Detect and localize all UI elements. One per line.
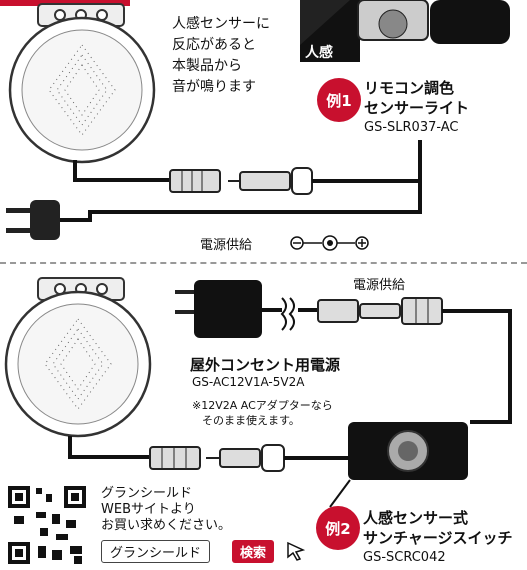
- adapter-title: 屋外コンセント用電源: [190, 356, 341, 374]
- text-line: グランシールド: [101, 486, 193, 501]
- power-plug-icon: [6, 200, 170, 240]
- search-button[interactable]: 検索: [232, 540, 275, 563]
- cursor-icon: [287, 541, 306, 561]
- speaker-top: [8, 3, 156, 164]
- connector-lower: [149, 444, 350, 472]
- example-badge-2: 例2: [316, 506, 360, 550]
- sensor-switch-icon: [329, 422, 468, 508]
- product-code: GS-SLR037-AC: [364, 120, 459, 135]
- text-line: 本製品から: [172, 58, 242, 74]
- speaker-description: 人感センサーに 反応があると 本製品から 音が鳴ります: [172, 14, 270, 98]
- switch-code: GS-SCRC042: [363, 550, 446, 565]
- text-line: サンチャージスイッチ: [363, 529, 513, 547]
- adapter-note: ※12V2A ACアダプターなら そのまま使えます。: [192, 398, 333, 428]
- text-line: WEBサイトより: [101, 502, 196, 517]
- product-name: リモコン調色 センサーライト: [364, 78, 469, 118]
- cable: [68, 436, 150, 459]
- top-diagram: [0, 0, 510, 251]
- polarity-icon: [290, 235, 369, 251]
- text-line: 人感センサー式: [363, 509, 469, 527]
- text-line: 音が鳴ります: [172, 79, 256, 95]
- sensor-tag: 人感: [305, 45, 333, 61]
- adapter-code: GS-AC12V1A-5V2A: [192, 375, 305, 389]
- section-divider: [0, 262, 527, 264]
- text-line: センサーライト: [364, 99, 470, 117]
- ac-adapter-icon: [175, 280, 318, 338]
- power-label: 電源供給: [200, 238, 253, 253]
- power-label-bottom: 電源供給: [353, 278, 406, 293]
- speaker-bottom: [4, 277, 152, 438]
- connector-upper: [317, 297, 512, 424]
- text-line: そのまま使えます。: [202, 414, 300, 427]
- cable: [73, 160, 170, 182]
- text-line: 反応があると: [172, 37, 256, 53]
- sensor-light-icon: [300, 0, 510, 62]
- bottom-diagram: [4, 277, 512, 566]
- text-line: ※12V2A ACアダプターなら: [192, 399, 333, 412]
- shop-text: グランシールド WEBサイトより お買い求めください。: [101, 486, 231, 534]
- qr-code: [6, 484, 88, 566]
- connector-top: [169, 167, 313, 195]
- example-badge-1: 例1: [317, 78, 361, 122]
- search-box[interactable]: グランシールド: [101, 540, 211, 563]
- cable: [312, 140, 422, 183]
- switch-name: 人感センサー式 サンチャージスイッチ: [363, 508, 513, 548]
- text-line: 人感センサーに: [172, 16, 270, 32]
- text-line: お買い求めください。: [101, 518, 232, 533]
- text-line: リモコン調色: [364, 79, 455, 97]
- cable: [170, 181, 422, 214]
